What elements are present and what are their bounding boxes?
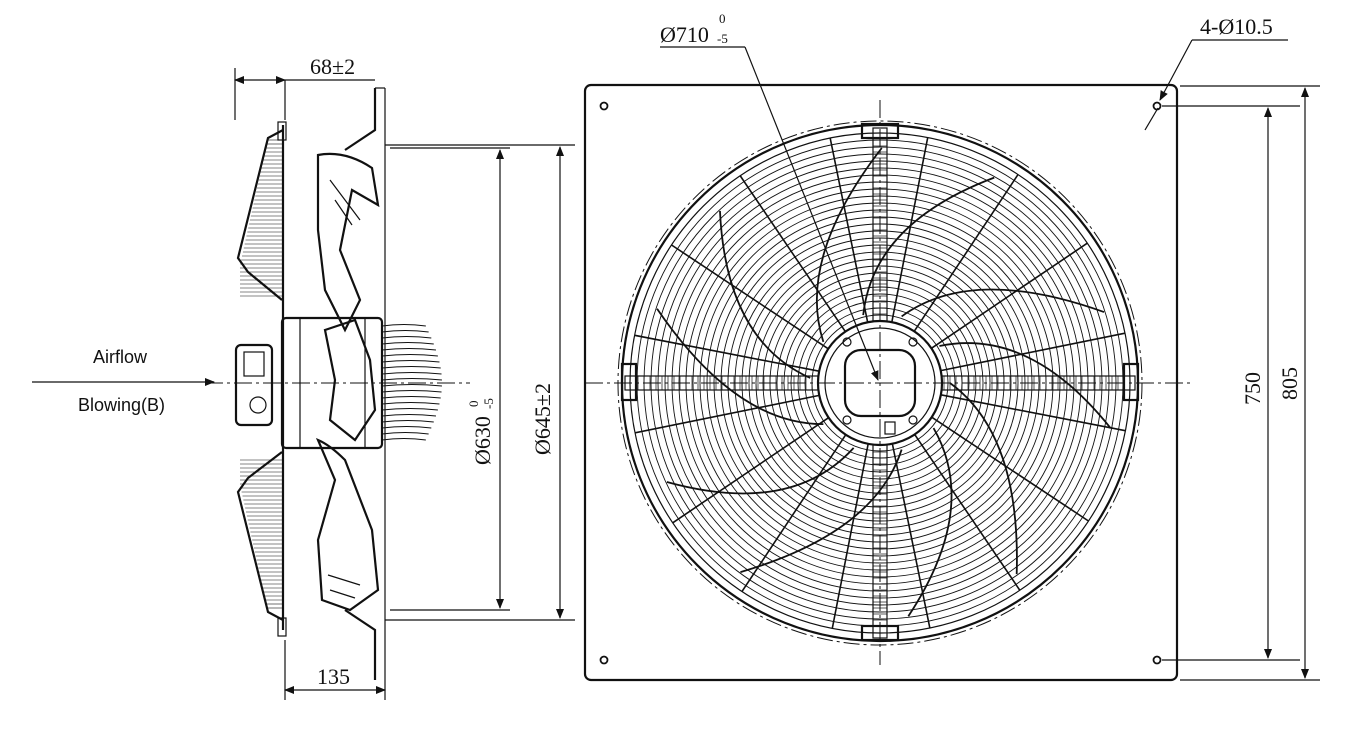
rotor-fin [381, 324, 426, 327]
rotor-fin [381, 348, 437, 351]
bar-clamp-right [1122, 362, 1140, 402]
guard-spoke [741, 434, 847, 592]
hub-screw [908, 415, 918, 425]
rotor-fin [381, 384, 442, 387]
guard-spoke [634, 394, 820, 434]
dim-710: Ø710 [660, 22, 709, 47]
blade-edge [656, 308, 824, 426]
guard-spoke [940, 332, 1126, 372]
guard-spoke [940, 394, 1126, 432]
terminal-cover [243, 351, 265, 377]
dim-710-tol-upper: 0 [719, 11, 726, 26]
dim-710-tol-lower: -5 [717, 31, 728, 46]
front-view: Ø710 0 -5 4-Ø10.5 750 805 [583, 11, 1320, 682]
hub-gland [884, 421, 896, 435]
dim-805-group: 805 [1277, 367, 1302, 400]
blade-edge [901, 288, 1105, 318]
mount-hole [599, 655, 609, 665]
guard-spoke [671, 244, 829, 350]
rotor-fin [381, 426, 432, 429]
mount-hole [1152, 655, 1162, 665]
blade-edge [907, 427, 953, 617]
guard-spoke [913, 174, 1019, 332]
blade-slot [327, 574, 361, 599]
guard-spoke [891, 443, 931, 629]
blade-edge [740, 449, 903, 573]
blade-edge [719, 210, 811, 379]
rotor-fin [381, 402, 440, 405]
rotor-fin [381, 354, 438, 357]
dim-750-group: 750 [1240, 372, 1265, 405]
rotor-fin [381, 360, 440, 363]
guard-spoke [891, 137, 929, 323]
guard-spoke [829, 137, 869, 323]
mount-hole [1152, 101, 1162, 111]
dim-630-tol-upper: 0 [466, 401, 481, 408]
rotor-fin [381, 390, 442, 393]
blade-slot [329, 179, 361, 226]
dim-645-group: Ø645±2 [530, 383, 555, 455]
dim-805: 805 [1277, 367, 1302, 400]
blowing-label: Blowing(B) [78, 395, 165, 415]
guard-spoke [831, 443, 869, 629]
cable-gland [249, 396, 267, 414]
blade-edge [862, 176, 995, 316]
side-view: 68±2 Airflow Bl [32, 54, 575, 700]
dim-630: Ø630 [470, 416, 495, 465]
dim-holes: 4-Ø10.5 [1200, 14, 1273, 39]
venturi-bottom [344, 609, 377, 680]
blade-edge [939, 342, 1112, 429]
rotor-fin [381, 420, 434, 423]
guard-spoke [672, 417, 830, 524]
hub-screw [908, 337, 918, 347]
plate-tab-top [277, 121, 287, 141]
rotor-fin [381, 336, 432, 339]
blade-mid [323, 318, 377, 442]
mount-hole [599, 101, 609, 111]
dim-68: 68±2 [310, 54, 355, 79]
rotor-fin [381, 396, 441, 399]
guard-spoke [930, 242, 1088, 349]
rotor-fins [381, 324, 442, 441]
blade-edge [816, 147, 883, 343]
hub-screw [842, 415, 852, 425]
shroud-lower [236, 451, 284, 621]
guard-spoke [914, 433, 1021, 591]
rotor-fin [381, 342, 434, 345]
airflow-label: Airflow [93, 347, 148, 367]
leader-710-diag [744, 46, 879, 381]
blade-lower [315, 437, 380, 612]
guard-spoke [931, 416, 1089, 522]
dim-135: 135 [317, 664, 350, 689]
bar-clamp-left [620, 362, 638, 402]
rotor-fin [381, 408, 438, 411]
terminal-box [234, 343, 274, 427]
plate-tab-bottom [277, 617, 287, 637]
hub-screw [842, 337, 852, 347]
rotor-fin [381, 438, 426, 441]
dim-630-group: Ø630 0 -5 [466, 398, 496, 465]
leader-holes-diag [1159, 39, 1193, 101]
rotor-fin [381, 414, 437, 417]
blade-upper [316, 152, 380, 333]
rotor-fin [381, 378, 442, 381]
rotor-fin [381, 372, 442, 375]
leader-holes-tail [1144, 107, 1159, 131]
rotor-fin [381, 366, 441, 369]
rotor-fin [381, 330, 429, 333]
shroud-upper [236, 129, 284, 301]
guard-spoke [739, 175, 846, 333]
dim-750: 750 [1240, 372, 1265, 405]
dim-630-tol-lower: -5 [481, 398, 496, 409]
fan-blades [656, 147, 1112, 617]
blade-edge [666, 447, 855, 495]
dim-645: Ø645±2 [530, 383, 555, 455]
blade-edge [949, 382, 1018, 575]
shroud-hatching [240, 139, 282, 609]
rotor-fin [381, 432, 429, 435]
venturi-top [344, 88, 377, 151]
